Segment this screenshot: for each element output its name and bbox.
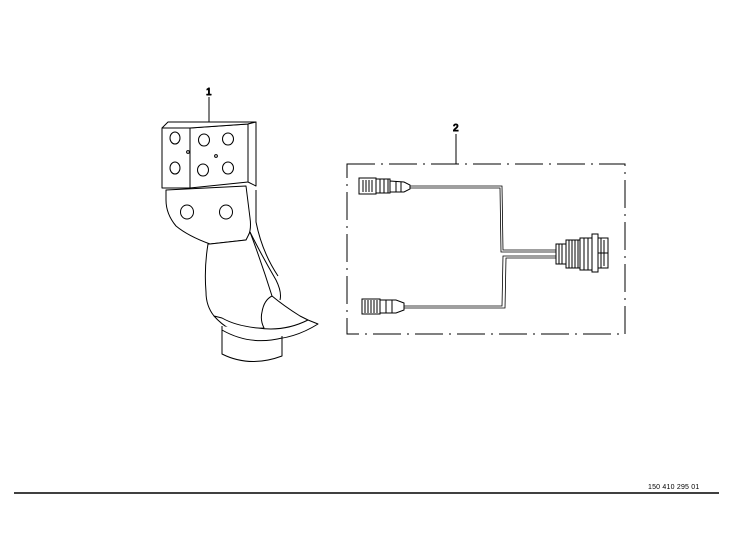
bracket-block-right-face [189, 123, 249, 189]
bracket-shank [204, 231, 273, 331]
bracket-plate-hole-right [219, 204, 233, 220]
bracket-lower-plate [165, 185, 251, 245]
document-number: 150 410 295 01 [648, 484, 700, 491]
callout-2-label: 2 [453, 123, 459, 134]
bracket-bolt-holes [169, 131, 234, 177]
bulkhead-socket-icon [555, 233, 609, 273]
part-2-cable-kit[interactable]: 2 [346, 123, 626, 335]
bracket-base-cylinder [221, 326, 283, 362]
bracket-plate-hole-left [180, 204, 194, 220]
kit-frame [346, 163, 626, 335]
bracket-block-left-face [161, 127, 191, 189]
part-1-bracket[interactable]: 1 [161, 87, 319, 362]
connector-bottom-icon [361, 298, 405, 315]
callout-1-label: 1 [206, 87, 212, 98]
cable-lines [404, 185, 556, 309]
connector-top-icon [358, 177, 411, 195]
